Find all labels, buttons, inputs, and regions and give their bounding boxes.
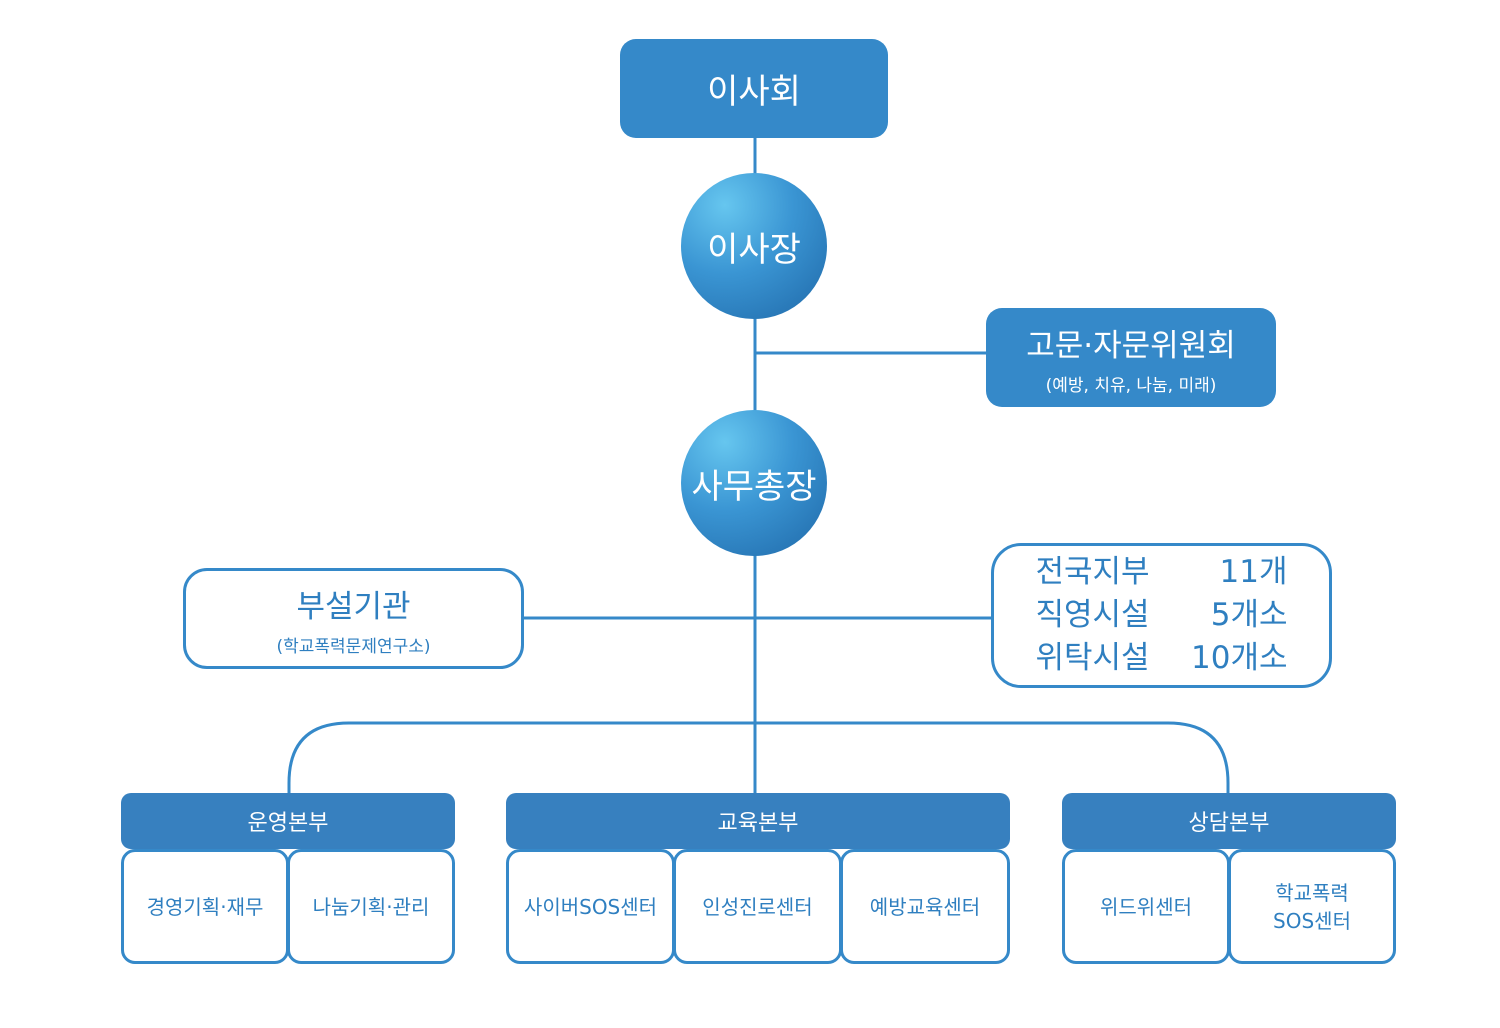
division-title: 교육본부 <box>717 811 799 836</box>
division-title: 운영본부 <box>247 811 329 836</box>
unit-label: 경영기획·재무 <box>146 894 264 919</box>
division-title: 상담본부 <box>1188 811 1270 836</box>
advisory-title: 고문·자문위원회 <box>1026 327 1236 364</box>
unit-box: 인성진로센터 <box>673 849 842 964</box>
secretary-general-label: 사무총장 <box>691 466 817 507</box>
facility-name: 위탁시설 <box>1035 640 1150 676</box>
facility-count: 5개소 <box>1210 597 1288 633</box>
unit-label: 인성진로센터 <box>702 894 813 919</box>
counseling-hq-header: 상담본부 <box>1062 793 1396 849</box>
chairman-circle: 이사장 <box>681 173 827 319</box>
unit-box: 경영기획·재무 <box>121 849 289 964</box>
education-hq-header: 교육본부 <box>506 793 1010 849</box>
secretary-general-circle: 사무총장 <box>681 410 827 556</box>
affiliate-institution-box: 부설기관 (학교폭력문제연구소) <box>183 568 524 669</box>
affiliate-title: 부설기관 <box>296 588 411 625</box>
facilities-list: 전국지부 11개 직영시설 5개소 위탁시설 10개소 <box>1036 551 1288 680</box>
operations-hq-header: 운영본부 <box>121 793 455 849</box>
unit-box: 예방교육센터 <box>840 849 1010 964</box>
facility-name: 직영시설 <box>1035 597 1150 633</box>
facility-count: 10개소 <box>1191 640 1288 676</box>
facility-name: 전국지부 <box>1035 554 1150 590</box>
advisory-committee-box: 고문·자문위원회 (예방, 치유, 나눔, 미래) <box>986 308 1276 407</box>
board-label: 이사회 <box>707 72 801 112</box>
facility-count: 11개 <box>1219 554 1288 590</box>
unit-box: 사이버SOS센터 <box>506 849 675 964</box>
unit-label: 사이버SOS센터 <box>523 894 658 919</box>
affiliate-subtitle: (학교폭력문제연구소) <box>276 636 431 657</box>
unit-box: 학교폭력 SOS센터 <box>1228 849 1396 964</box>
unit-label: 나눔기획·관리 <box>312 894 430 919</box>
unit-box: 나눔기획·관리 <box>287 849 455 964</box>
chairman-label: 이사장 <box>707 229 801 270</box>
unit-label: 위드위센터 <box>1100 894 1192 919</box>
advisory-subtitle: (예방, 치유, 나눔, 미래) <box>1045 375 1217 396</box>
unit-label: 예방교육센터 <box>869 894 981 919</box>
board-box: 이사회 <box>620 39 888 138</box>
facility-row: 전국지부 11개 <box>1036 551 1288 594</box>
unit-box: 위드위센터 <box>1062 849 1230 964</box>
facility-row: 위탁시설 10개소 <box>1036 637 1288 680</box>
facility-row: 직영시설 5개소 <box>1036 594 1288 637</box>
unit-label: 학교폭력 SOS센터 <box>1273 880 1351 933</box>
facilities-box: 전국지부 11개 직영시설 5개소 위탁시설 10개소 <box>991 543 1332 688</box>
